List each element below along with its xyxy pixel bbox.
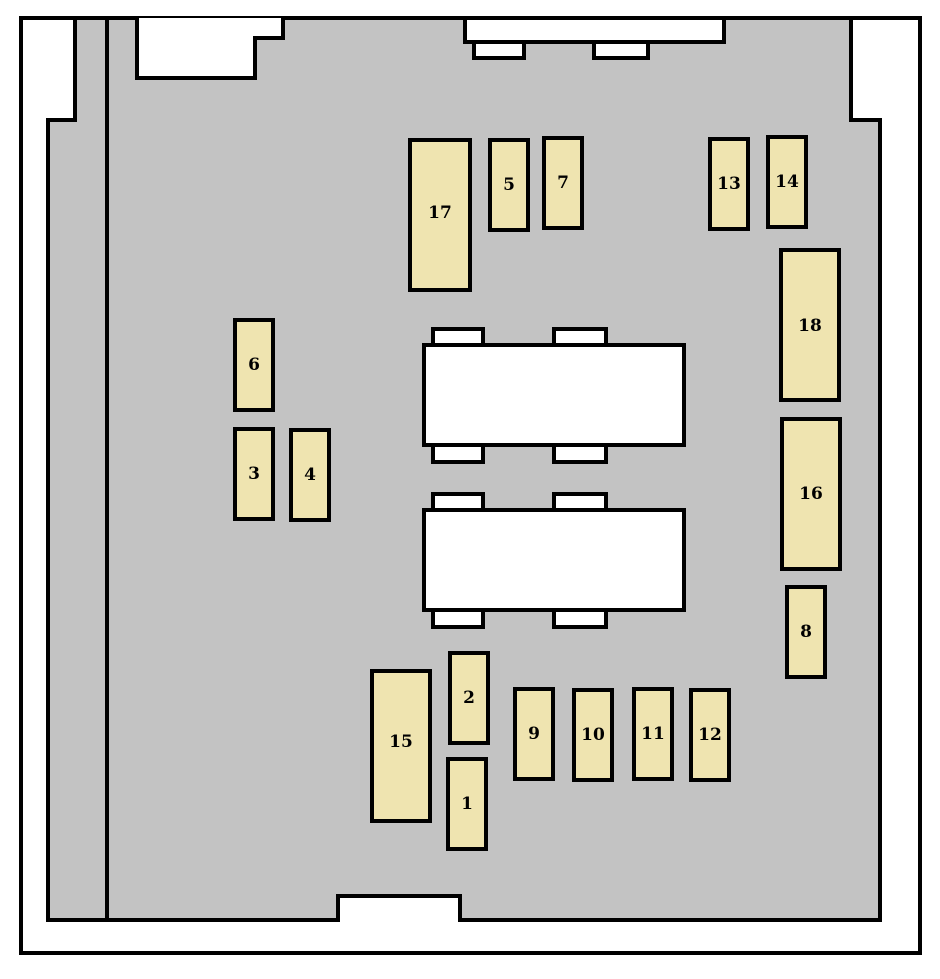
fuse-10: 10 [572,688,614,782]
fuse-1: 1 [446,757,488,851]
fuse-18-label: 18 [798,316,822,336]
fuse-5: 5 [488,138,530,232]
fuse-6: 6 [233,318,275,412]
fuse-8-label: 8 [800,622,812,642]
fuse-13: 13 [708,137,750,231]
top-left-notch [135,18,285,80]
fuse-11: 11 [632,687,674,781]
fuse-12: 12 [689,688,731,782]
fuse-10-label: 10 [581,725,605,745]
fuse-15-label: 15 [389,732,413,752]
fuse-3-label: 3 [248,464,260,484]
fuse-4: 4 [289,428,331,522]
relay-lower [422,492,686,629]
top-connector [463,16,726,60]
fuse-14-label: 14 [775,172,799,192]
fuse-17-label: 17 [428,203,452,223]
fuse-1-label: 1 [461,794,473,814]
fuse-9: 9 [513,687,555,781]
fuse-15: 15 [370,669,432,823]
fuse-7: 7 [542,136,584,230]
fuse-16-label: 16 [799,484,823,504]
fuse-17: 17 [408,138,472,292]
fuse-4-label: 4 [304,465,316,485]
fuse-7-label: 7 [557,173,569,193]
fuse-5-label: 5 [503,175,515,195]
fuse-6-label: 6 [248,355,260,375]
fuse-8: 8 [785,585,827,679]
fuse-14: 14 [766,135,808,229]
fuse-2-label: 2 [463,688,475,708]
fuse-13-label: 13 [717,174,741,194]
fuse-3: 3 [233,427,275,521]
fuse-18: 18 [779,248,841,402]
relay-upper [422,327,686,464]
fuse-16: 16 [780,417,842,571]
fuse-9-label: 9 [528,724,540,744]
fuse-12-label: 12 [698,725,722,745]
fuse-11-label: 11 [641,724,665,744]
fuse-2: 2 [448,651,490,745]
